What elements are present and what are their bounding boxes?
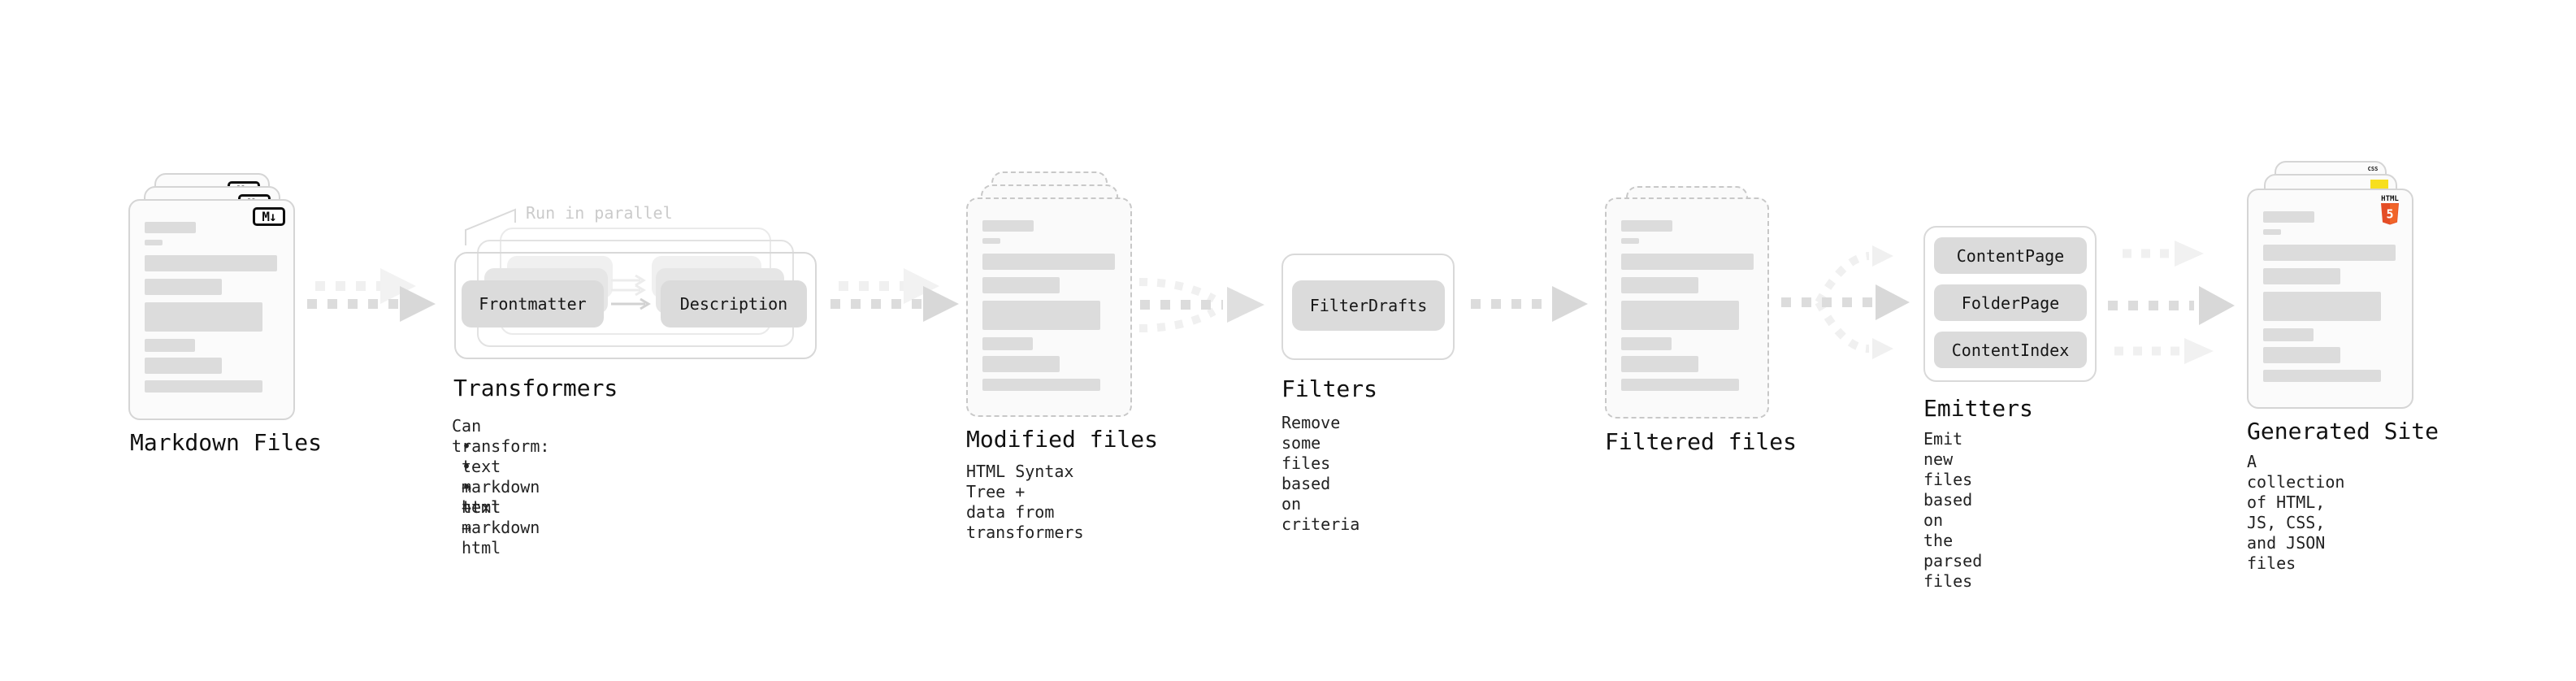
markdown-icon-label: M↓	[262, 209, 276, 224]
placeholder-bar	[1621, 220, 1672, 232]
placeholder-bar	[1621, 238, 1639, 244]
arrow-emitters-to-generated	[2108, 241, 2235, 364]
placeholder-bar	[145, 339, 195, 352]
note-callout-line	[465, 208, 516, 245]
transformer-box-label: Frontmatter	[479, 294, 587, 314]
emitter-box-folderpage: FolderPage	[1934, 284, 2087, 321]
placeholder-bar	[145, 255, 277, 271]
transformers-bullet-3: • html → html	[462, 477, 501, 557]
placeholder-bar	[982, 220, 1034, 232]
placeholder-bar	[982, 356, 1060, 372]
emitter-box-contentpage: ContentPage	[1934, 237, 2087, 274]
stage-title-filtered-files: Filtered files	[1605, 428, 1798, 455]
transformer-box-label: Description	[679, 294, 788, 314]
emitter-box-label: FolderPage	[1961, 293, 2060, 313]
stage-title-generated-site: Generated Site	[2247, 418, 2439, 445]
emitter-box-contentindex: ContentIndex	[1934, 332, 2087, 368]
parallel-arrows-icon	[611, 274, 651, 310]
document-card-front: M↓	[128, 199, 295, 420]
html5-icon: HTML 5	[2379, 195, 2400, 228]
placeholder-bar	[982, 238, 1000, 244]
stage-title-emitters: Emitters	[1923, 395, 2033, 422]
placeholder-bar	[145, 358, 222, 374]
emitter-box-label: ContentPage	[1956, 245, 2065, 266]
arrow-filtered-to-emitters	[1781, 245, 1910, 359]
run-in-parallel-note: Run in parallel	[526, 203, 673, 223]
placeholder-bar	[982, 337, 1033, 350]
emitter-box-label: ContentIndex	[1951, 340, 2070, 360]
arrow-filters-to-filtered	[1471, 286, 1588, 322]
placeholder-bar	[145, 240, 163, 245]
filter-box-filterdrafts: FilterDrafts	[1292, 280, 1445, 331]
placeholder-bar	[1621, 379, 1739, 391]
html5-icon-label: HTML	[2381, 195, 2399, 203]
placeholder-bar	[2263, 245, 2396, 261]
css-icon-label: CSS	[2367, 166, 2379, 172]
placeholder-bar	[1621, 337, 1672, 350]
placeholder-bar	[2263, 370, 2381, 382]
placeholder-bar	[982, 277, 1060, 293]
document-card-front	[1605, 197, 1769, 419]
transformer-box-frontmatter: Frontmatter	[462, 280, 604, 327]
generated-site-description: A collection of HTML, JS, CSS, and JSON …	[2247, 452, 2345, 573]
transformers-bullet-1: • text → text	[462, 436, 501, 517]
placeholder-bar	[1621, 356, 1698, 372]
placeholder-bar	[2263, 328, 2314, 341]
filters-description: Remove some files based on criteria	[1281, 413, 1360, 534]
arrow-markdown-to-transformers	[307, 268, 436, 322]
placeholder-bar	[145, 222, 196, 233]
stage-title-filters: Filters	[1281, 375, 1378, 402]
placeholder-bar	[145, 380, 262, 393]
placeholder-bar	[2263, 268, 2340, 284]
document-card-front	[966, 197, 1132, 417]
placeholder-bar	[1621, 277, 1698, 293]
document-card-front: HTML 5	[2247, 189, 2413, 409]
stage-title-modified-files: Modified files	[966, 426, 1159, 453]
placeholder-bar	[145, 302, 262, 332]
placeholder-bar	[982, 254, 1115, 270]
placeholder-bar	[1621, 301, 1739, 330]
placeholder-bar	[2263, 211, 2314, 223]
placeholder-bar	[2263, 347, 2340, 363]
placeholder-bar	[982, 379, 1100, 391]
arrow-modified-to-filters	[1138, 278, 1264, 332]
placeholder-bar	[982, 301, 1100, 330]
placeholder-bar	[1621, 254, 1754, 270]
placeholder-bar	[2263, 292, 2381, 321]
stage-title-transformers: Transformers	[453, 375, 618, 401]
arrow-transformers-to-modified	[830, 268, 959, 322]
modified-files-description: HTML Syntax Tree + data from transformer…	[966, 462, 1084, 542]
filter-box-label: FilterDrafts	[1309, 296, 1428, 315]
emitters-description: Emit new files based on the parsed files	[1923, 429, 1983, 591]
html5-icon-number: 5	[2386, 207, 2393, 222]
placeholder-bar	[2263, 229, 2281, 235]
transformer-layer-front	[454, 252, 817, 359]
stage-title-markdown-files: Markdown Files	[130, 429, 323, 456]
markdown-icon: M↓	[253, 207, 285, 226]
placeholder-bar	[145, 279, 222, 295]
transformers-desc-heading: Can transform:	[452, 416, 550, 456]
transformer-box-description: Description	[661, 280, 807, 327]
transformers-bullet-2: • markdown → markdown	[462, 457, 540, 537]
